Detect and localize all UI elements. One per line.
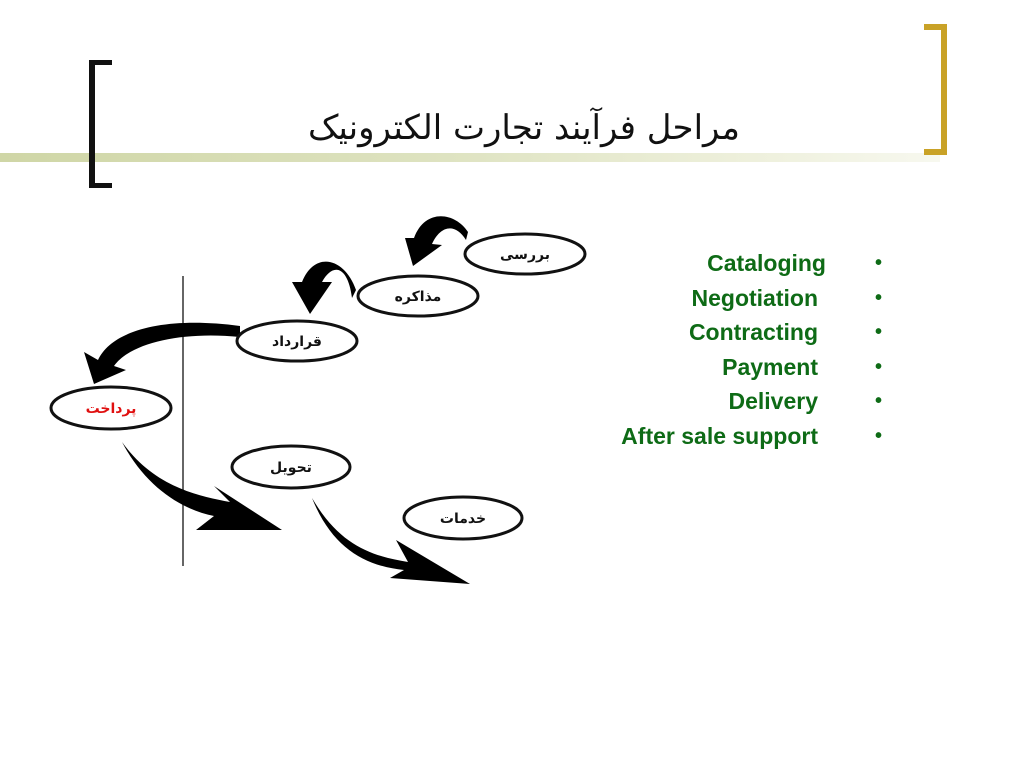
arrow-negotiation-to-contract — [292, 261, 356, 314]
bullet-dot-icon: • — [874, 321, 882, 343]
slide-title: مراحل فرآیند تجارت الکترونیک — [307, 108, 740, 148]
bullet-text-contracting: Contracting — [688, 319, 818, 345]
left-bracket-icon — [89, 60, 112, 188]
list-item: Payment • — [585, 352, 890, 387]
node-contract: قرارداد — [235, 319, 359, 363]
bullet-text-cataloging: Cataloging — [707, 250, 826, 276]
list-item: Negotiation • — [585, 283, 890, 318]
node-payment-label: پرداخت — [86, 401, 137, 417]
bullet-text-after-sale-support: After sale support — [621, 422, 818, 449]
list-item: Delivery • — [585, 386, 890, 421]
list-item: After sale support • — [585, 421, 890, 456]
bullet-dot-icon: • — [874, 424, 882, 447]
list-item: Contracting • — [585, 317, 890, 352]
node-negotiation-label: مذاکره — [395, 289, 442, 305]
node-services-label: خدمات — [440, 511, 486, 527]
node-contract-label: قرارداد — [272, 334, 322, 350]
node-delivery-label: تحویل — [270, 460, 312, 476]
node-negotiation: مذاکره — [356, 274, 480, 318]
right-bracket-icon — [924, 24, 947, 155]
bullet-text-negotiation: Negotiation — [691, 284, 819, 311]
arrow-review-to-negotiation — [405, 216, 468, 266]
list-item: Cataloging • — [585, 248, 890, 283]
arrow-delivery-to-services — [312, 498, 470, 584]
bullet-list: Cataloging • Negotiation • Contracting •… — [585, 248, 890, 455]
arrow-contract-to-payment — [84, 322, 240, 384]
bullet-dot-icon: • — [874, 390, 882, 412]
bullet-dot-icon: • — [874, 252, 882, 274]
arrow-payment-to-delivery — [122, 442, 282, 530]
node-payment: پرداخت — [49, 385, 173, 431]
bullet-text-delivery: Delivery — [728, 388, 818, 414]
node-review-label: بررسی — [500, 247, 550, 263]
title-underline-bar — [0, 153, 940, 162]
node-delivery: تحویل — [230, 444, 352, 490]
bullet-dot-icon: • — [874, 286, 882, 309]
bullet-dot-icon: • — [874, 355, 882, 378]
bullet-text-payment: Payment — [722, 353, 818, 380]
node-services: خدمات — [402, 495, 524, 541]
bullet-list-clip: Cataloging • Negotiation • Contracting •… — [585, 248, 905, 468]
node-review: بررسی — [463, 232, 587, 276]
